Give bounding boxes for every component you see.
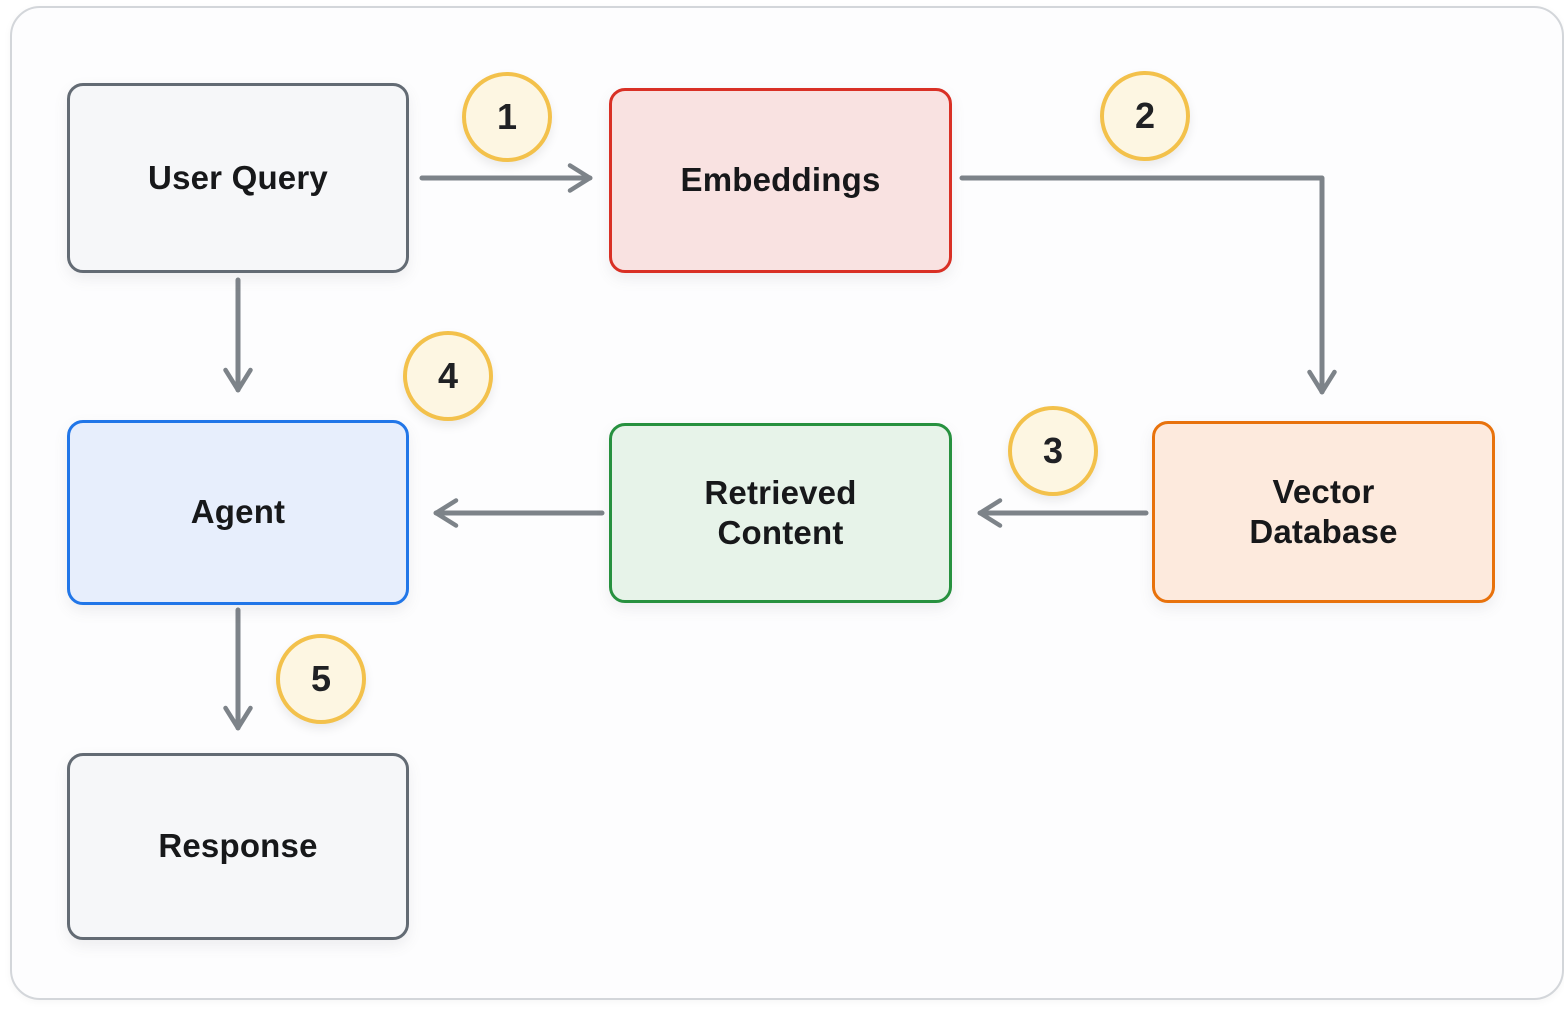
node-retrieved-content: Retrieved Content [609, 423, 952, 603]
node-vector-database-label: Vector Database [1249, 472, 1398, 550]
node-embeddings-label: Embeddings [680, 161, 881, 199]
step-badge-2-number: 2 [1134, 95, 1156, 136]
node-embeddings: Embeddings [609, 88, 952, 273]
step-badge-5-number: 5 [310, 658, 332, 699]
node-agent-label: Agent [190, 493, 286, 531]
node-user-query-label: User Query [148, 158, 328, 196]
step-badge-1-number: 1 [496, 96, 518, 137]
node-agent: Agent [67, 420, 409, 605]
step-badge-5: 5 [276, 634, 366, 724]
node-response: Response [67, 753, 409, 940]
node-response-label: Response [158, 827, 318, 865]
step-badge-1: 1 [462, 72, 552, 162]
arrow-embeddings-to-vector-database [959, 175, 1337, 395]
node-user-query: User Query [67, 83, 409, 273]
step-badge-3: 3 [1008, 406, 1098, 496]
step-badge-2: 2 [1100, 71, 1190, 161]
step-badge-4-number: 4 [437, 355, 459, 396]
node-retrieved-content-label: Retrieved Content [704, 473, 857, 551]
step-badge-4: 4 [403, 331, 493, 421]
node-vector-database: Vector Database [1152, 421, 1495, 603]
diagram-card: User Query Embeddings Vector Database Re… [10, 6, 1564, 1000]
step-badge-3-number: 3 [1042, 430, 1064, 471]
